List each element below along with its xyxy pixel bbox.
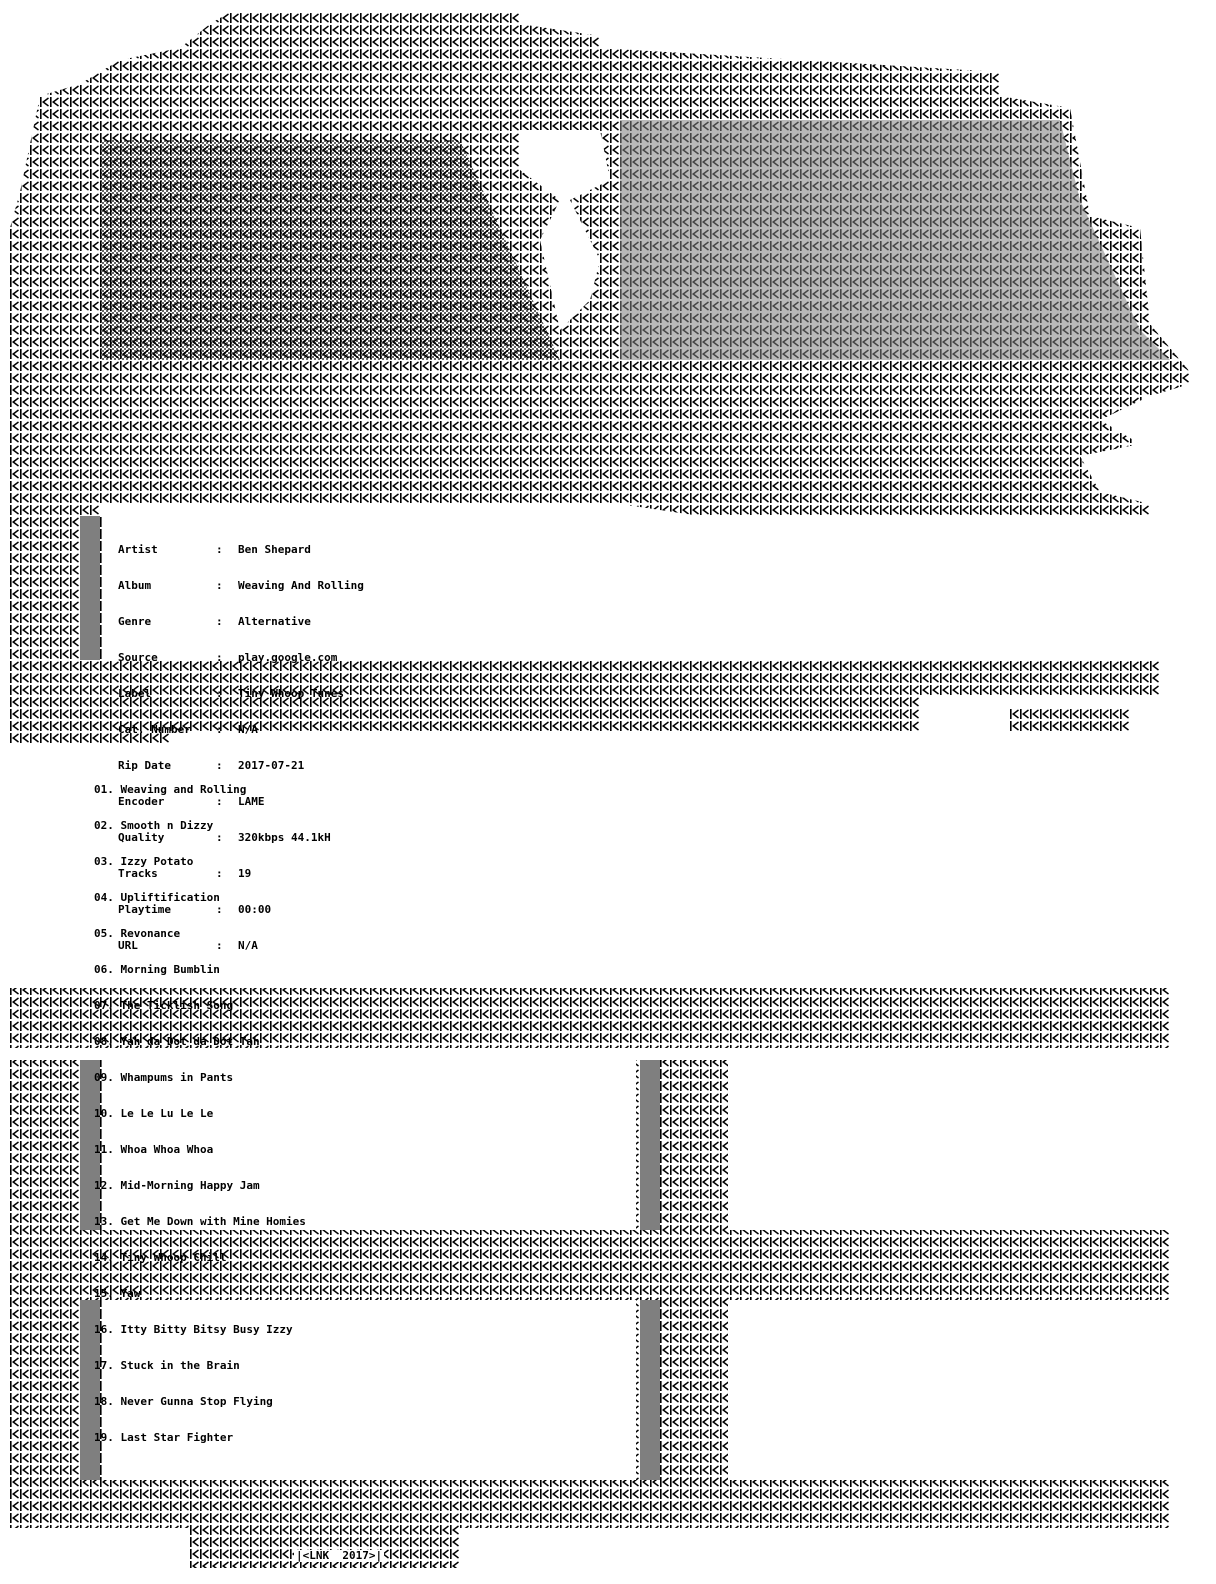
info-row-album: Album: Weaving And Rolling xyxy=(118,580,364,592)
track-item: 06. Morning Bumblin xyxy=(94,963,220,976)
track-item: 19. Last Star Fighter xyxy=(94,1431,234,1444)
info-frame xyxy=(10,516,1160,744)
info-sep: : xyxy=(216,543,223,556)
info-key: Playtime xyxy=(118,903,171,916)
info-sep: : xyxy=(216,939,223,952)
footer-signature: |<LNK 2017>| xyxy=(294,1549,385,1562)
info-key: Artist xyxy=(118,543,158,556)
info-value: 320kbps 44.1kH xyxy=(238,831,331,844)
track-item: 07. The Ticklish Song xyxy=(94,999,234,1012)
track-item: 15. Yaw xyxy=(94,1287,141,1300)
info-sep: : xyxy=(216,867,223,880)
track-item: 03. Izzy Potato xyxy=(94,855,194,868)
info-key: Source xyxy=(118,651,158,664)
track-item: 01. Weaving and Rolling xyxy=(94,783,247,796)
info-value: N/A xyxy=(238,723,258,736)
track-item: 09. Whampums in Pants xyxy=(94,1071,234,1084)
info-sep: : xyxy=(216,759,223,772)
info-value: 2017-07-21 xyxy=(238,759,305,772)
info-sep: : xyxy=(216,579,223,592)
helmet-art xyxy=(10,12,1190,516)
info-value: 19 xyxy=(238,867,252,880)
info-row-label: Label: Tiny Whoop Tunes xyxy=(118,688,364,700)
tracks-frame xyxy=(10,988,1170,1568)
info-sep: : xyxy=(216,687,223,700)
info-key: Tracks xyxy=(118,867,158,880)
info-value: 00:00 xyxy=(238,903,272,916)
track-item: 02. Smooth n Dizzy xyxy=(94,819,214,832)
info-row-url: URL: N/A xyxy=(118,940,364,952)
track-item: 11. Whoa Whoa Whoa xyxy=(94,1143,214,1156)
release-info: Artist: Ben Shepard Album: Weaving And Rol… xyxy=(118,520,364,964)
info-key: Genre xyxy=(118,615,152,628)
info-value: play.google.com xyxy=(238,651,338,664)
info-key: Label xyxy=(118,687,152,700)
track-item: 16. Itty Bitty Bitsy Busy Izzy xyxy=(94,1323,293,1336)
info-sep: : xyxy=(216,615,223,628)
info-key: Album xyxy=(118,579,152,592)
info-sep: : xyxy=(216,651,223,664)
info-value: LAME xyxy=(238,795,265,808)
info-key: Rip Date xyxy=(118,759,171,772)
track-item: 10. Le Le Lu Le Le xyxy=(94,1107,214,1120)
track-item: 17. Stuck in the Brain xyxy=(94,1359,240,1372)
track-item: 08. Yah da Dot da Dot Tah xyxy=(94,1035,260,1048)
info-sep: : xyxy=(216,795,223,808)
track-item: 18. Never Gunna Stop Flying xyxy=(94,1395,273,1408)
track-item: 13. Get Me Down with Mine Homies xyxy=(94,1215,306,1228)
track-item: 12. Mid-Morning Happy Jam xyxy=(94,1179,260,1192)
info-value: Tiny Whoop Tunes xyxy=(238,687,344,700)
info-key: Encoder xyxy=(118,795,165,808)
info-row-encoder: Encoder: LAME xyxy=(118,796,364,808)
info-key: Cat. Number xyxy=(118,723,191,736)
info-value: Alternative xyxy=(238,615,311,628)
tracklist: 01. Weaving and Rolling 02. Smooth n Diz… xyxy=(94,760,306,1456)
info-value: Ben Shepard xyxy=(238,543,311,556)
info-row-tracks: Tracks: 19 xyxy=(118,868,364,880)
info-value: Weaving And Rolling xyxy=(238,579,364,592)
track-item: 04. Upliftification xyxy=(94,891,220,904)
info-row-quality: Quality: 320kbps 44.1kH xyxy=(118,832,364,844)
track-item: 05. Revonance xyxy=(94,927,181,940)
info-key: URL xyxy=(118,939,138,952)
info-value: N/A xyxy=(238,939,258,952)
info-sep: : xyxy=(216,723,223,736)
info-sep: : xyxy=(216,831,223,844)
track-item: 14. Tiny Whoop Chill xyxy=(94,1251,227,1264)
info-row-rip-date: Rip Date: 2017-07-21 xyxy=(118,760,364,772)
info-row-cat-number: Cat. Number: N/A xyxy=(118,724,364,736)
info-sep: : xyxy=(216,903,223,916)
info-row-playtime: Playtime: 00:00 xyxy=(118,904,364,916)
info-row-source: Source: play.google.com xyxy=(118,652,364,664)
info-key: Quality xyxy=(118,831,165,844)
info-row-artist: Artist: Ben Shepard xyxy=(118,544,364,556)
info-row-genre: Genre: Alternative xyxy=(118,616,364,628)
